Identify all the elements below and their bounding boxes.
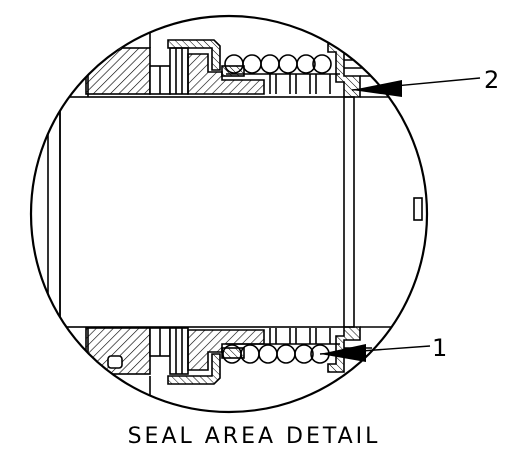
drawing-caption: SEAL AREA DETAIL xyxy=(127,424,381,449)
rotating-face-top xyxy=(187,53,265,95)
leader-line-2 xyxy=(351,77,481,97)
seal-area-detail-drawing: 2 1 xyxy=(29,14,499,414)
stationary-seat-top xyxy=(85,47,151,95)
rotating-face-bottom xyxy=(187,329,265,371)
callout-1-label: 1 xyxy=(432,334,447,362)
shaft-sleeve xyxy=(59,96,355,328)
spring-coils-top xyxy=(224,54,340,94)
leader-line-1 xyxy=(319,344,431,362)
spring-holder-top xyxy=(327,43,361,98)
callout-2-label: 2 xyxy=(484,66,499,94)
detail-boundary-circle xyxy=(29,14,429,414)
